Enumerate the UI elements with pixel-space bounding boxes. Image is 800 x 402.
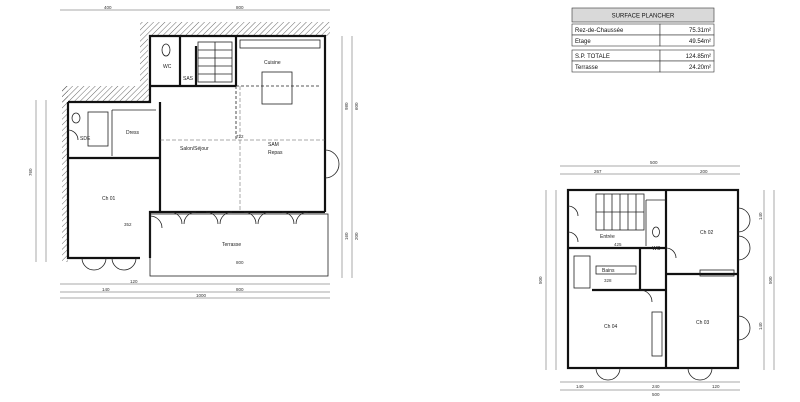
svg-text:500: 500 xyxy=(538,276,543,284)
area-row-value: 49.54m² xyxy=(689,39,711,45)
exterior-wall xyxy=(148,210,325,258)
svg-text:800: 800 xyxy=(236,260,244,265)
earth-hatch xyxy=(140,22,330,86)
wardrobe xyxy=(699,269,735,277)
svg-text:328: 328 xyxy=(604,278,612,283)
area-row-label: Terrasse xyxy=(575,65,599,71)
svg-text:760: 760 xyxy=(28,168,33,176)
room-label: Ch 01 xyxy=(102,196,116,202)
svg-text:120: 120 xyxy=(130,279,138,284)
sink xyxy=(71,112,81,124)
vanity xyxy=(595,265,637,275)
dimension-lines xyxy=(545,165,775,391)
svg-text:800: 800 xyxy=(236,5,244,10)
room-label: SAS xyxy=(183,76,194,82)
room-label: Ch 03 xyxy=(696,320,710,326)
room-label: Dress xyxy=(126,130,140,136)
svg-text:800: 800 xyxy=(236,287,244,292)
svg-text:352: 352 xyxy=(124,222,132,227)
room-label: Bains xyxy=(602,268,615,274)
bathtub xyxy=(573,255,591,289)
svg-text:600: 600 xyxy=(354,102,359,110)
svg-text:140: 140 xyxy=(758,212,763,220)
svg-text:500: 500 xyxy=(768,276,773,284)
room-label: Cuisine xyxy=(264,60,281,66)
area-row-value: 124.85m² xyxy=(686,54,711,60)
upper-floor-plan: Entrée Bains WC Ch 02 Ch 04 Ch 03 500 26… xyxy=(538,160,775,397)
room-label: Salon/Séjour xyxy=(180,146,209,152)
room-label: Entrée xyxy=(600,234,615,240)
room-label: WC xyxy=(652,246,661,252)
exterior-wall xyxy=(66,102,140,260)
svg-text:400: 400 xyxy=(104,5,112,10)
room-label: Ch 02 xyxy=(700,230,714,236)
toilet xyxy=(652,226,660,238)
area-row-value: 24.20m² xyxy=(689,65,711,71)
area-table-title: SURFACE PLANCHER xyxy=(612,14,675,20)
room-label: SAM xyxy=(268,142,279,148)
ground-floor-plan: SDE Dress Ch 01 WC SAS Cuisine Salon/Séj… xyxy=(28,5,359,299)
area-row-value: 75.31m² xyxy=(689,28,711,34)
svg-text:980: 980 xyxy=(344,102,349,110)
room-label: SDE xyxy=(80,136,91,142)
svg-text:500: 500 xyxy=(652,392,660,397)
kitchen-counter xyxy=(239,39,321,49)
svg-text:160: 160 xyxy=(344,232,349,240)
exterior-wall xyxy=(566,188,740,370)
svg-text:140: 140 xyxy=(102,287,110,292)
area-row-label: S.P. TOTALE xyxy=(575,54,610,60)
svg-text:722: 722 xyxy=(236,134,244,139)
svg-text:200: 200 xyxy=(354,232,359,240)
room-label: Ch 04 xyxy=(604,324,618,330)
svg-text:200: 200 xyxy=(700,169,708,174)
svg-text:120: 120 xyxy=(712,384,720,389)
svg-text:500: 500 xyxy=(650,160,658,165)
svg-text:140: 140 xyxy=(758,322,763,330)
exterior-wall xyxy=(68,34,327,212)
kitchen-island xyxy=(261,71,293,105)
svg-text:267: 267 xyxy=(594,169,602,174)
toilet xyxy=(161,43,171,57)
wardrobe xyxy=(651,311,663,357)
area-row-label: Etage xyxy=(575,39,591,45)
room-label: WC xyxy=(163,64,172,70)
window-swings xyxy=(67,129,340,271)
earth-hatch xyxy=(62,86,68,262)
room-label: Repas xyxy=(268,150,283,156)
dimension-lines xyxy=(35,9,353,299)
svg-text:425: 425 xyxy=(614,242,622,247)
area-table: SURFACE PLANCHER Rez-de-Chaussée 75.31m²… xyxy=(571,7,715,73)
terrace xyxy=(149,213,329,277)
svg-text:240: 240 xyxy=(652,384,660,389)
svg-text:1000: 1000 xyxy=(196,293,207,298)
bathtub xyxy=(87,111,109,147)
window-swings xyxy=(567,205,751,381)
room-label: Terrasse xyxy=(222,242,241,248)
area-row-label: Rez-de-Chaussée xyxy=(575,28,624,34)
svg-text:140: 140 xyxy=(576,384,584,389)
earth-hatch xyxy=(62,86,150,102)
